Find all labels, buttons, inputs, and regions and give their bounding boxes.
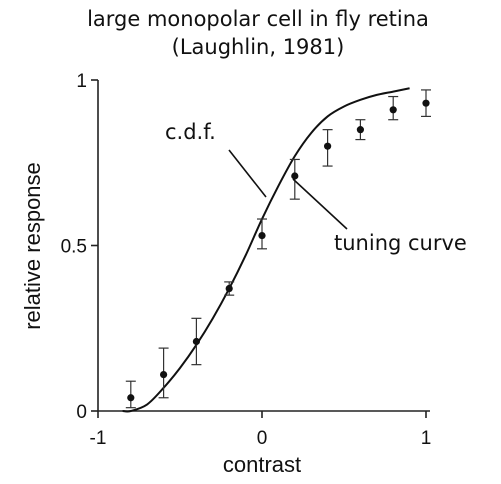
tuning-curve-leader-line bbox=[292, 178, 348, 230]
data-point bbox=[125, 380, 136, 409]
point-marker bbox=[422, 99, 430, 107]
cdf-annotation: c.d.f. bbox=[165, 120, 216, 144]
x-axis-label: contrast bbox=[223, 452, 301, 477]
point-marker bbox=[258, 231, 266, 240]
y-axis-label: relative response bbox=[20, 162, 45, 330]
y-tick-label: 0.5 bbox=[61, 237, 87, 258]
point-marker bbox=[225, 284, 233, 293]
point-marker bbox=[160, 370, 168, 379]
x-tick-label: 1 bbox=[421, 428, 432, 449]
tuning-curve-annotation: tuning curve bbox=[334, 231, 467, 255]
cdf-leader-line bbox=[228, 149, 267, 198]
data-point bbox=[322, 129, 333, 167]
data-point bbox=[289, 158, 300, 200]
data-point bbox=[388, 95, 399, 121]
y-tick-label: 0 bbox=[76, 402, 87, 423]
tuning-curve-points bbox=[125, 89, 431, 409]
data-point bbox=[421, 89, 431, 118]
point-marker bbox=[127, 394, 135, 402]
data-point bbox=[355, 119, 366, 141]
data-point bbox=[158, 347, 169, 399]
chart-subtitle: (Laughlin, 1981) bbox=[172, 35, 345, 59]
point-marker bbox=[192, 337, 200, 346]
chart-title: large monopolar cell in fly retina bbox=[87, 7, 429, 31]
point-marker bbox=[356, 126, 364, 134]
data-point bbox=[191, 317, 202, 366]
point-marker bbox=[389, 106, 397, 114]
point-marker bbox=[324, 142, 332, 150]
point-marker bbox=[291, 172, 299, 180]
y-tick-label: 1 bbox=[76, 71, 87, 92]
x-tick-label: 0 bbox=[257, 428, 268, 449]
x-tick-label: -1 bbox=[90, 428, 107, 449]
data-point bbox=[224, 281, 235, 296]
data-point bbox=[257, 218, 267, 250]
